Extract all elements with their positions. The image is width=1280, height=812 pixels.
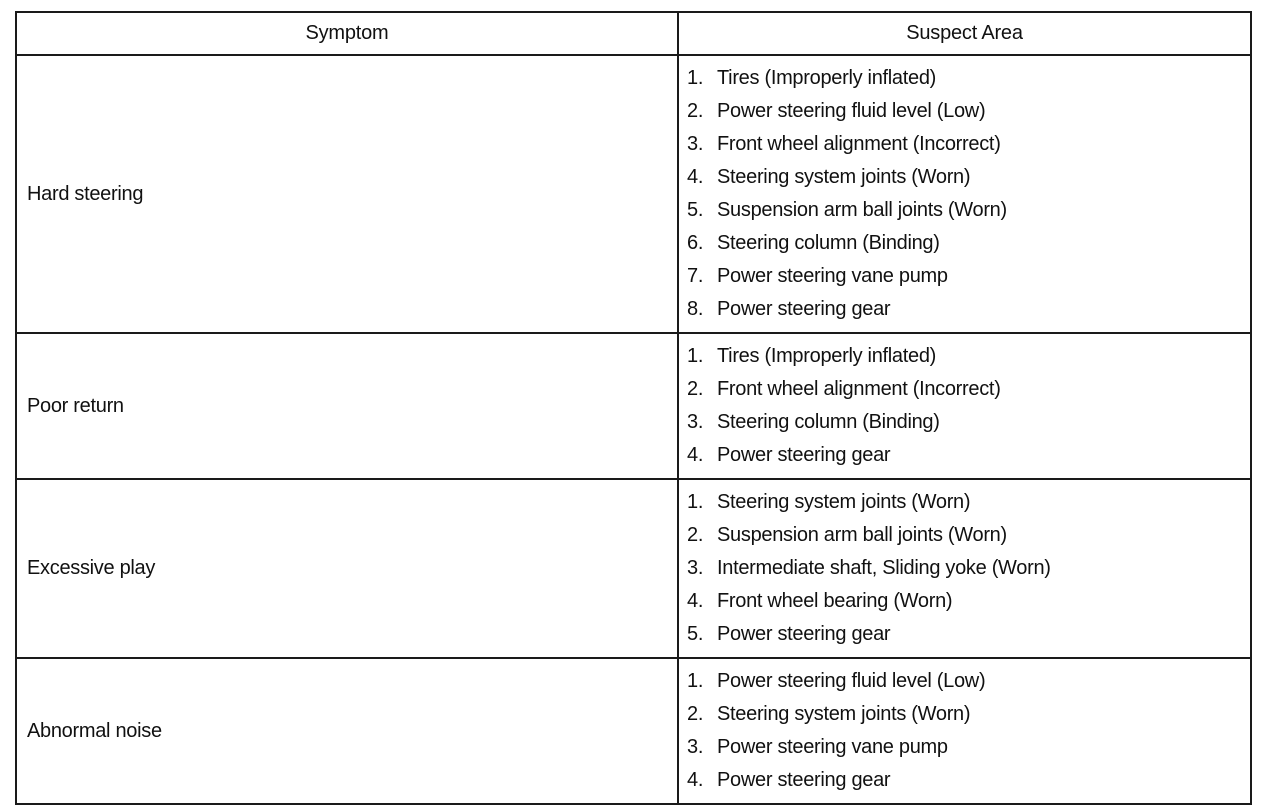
table-row: Poor return 1. Tires (Improperly inflated)…	[15, 332, 1252, 480]
item-number: 2.	[687, 100, 704, 122]
suspect-area-item: 3. Power steering vane pump	[687, 731, 1250, 764]
item-number: 1.	[687, 491, 704, 513]
item-text: Power steering vane pump	[717, 736, 948, 758]
item-number: 5.	[687, 623, 704, 645]
item-text: Power steering gear	[717, 769, 891, 791]
suspect-area-item: 7. Power steering vane pump	[687, 260, 1250, 293]
item-number: 5.	[687, 199, 704, 221]
item-text: Power steering fluid level (Low)	[717, 670, 986, 692]
item-number: 7.	[687, 265, 704, 287]
item-text: Intermediate shaft, Sliding yoke (Worn)	[717, 557, 1051, 579]
suspect-area-item: 4. Power steering gear	[687, 764, 1250, 797]
table-header: Symptom Suspect Area	[15, 11, 1252, 56]
item-number: 1.	[687, 670, 704, 692]
suspect-area-item: 4. Steering system joints (Worn)	[687, 161, 1250, 194]
item-text: Power steering vane pump	[717, 265, 948, 287]
header-row: Symptom Suspect Area	[15, 11, 1252, 56]
troubleshooting-table: Symptom Suspect Area Hard steering 1. Tire…	[15, 11, 1252, 805]
symptom-cell: Excessive play	[15, 478, 679, 659]
suspect-area-list: 1. Steering system joints (Worn) 2. Suspens…	[679, 486, 1250, 651]
suspect-area-item: 1. Tires (Improperly inflated)	[687, 340, 1250, 373]
suspect-area-cell: 1. Power steering fluid level (Low) 2. Stee…	[677, 657, 1252, 805]
item-number: 4.	[687, 166, 704, 188]
item-number: 2.	[687, 524, 704, 546]
suspect-area-item: 3. Steering column (Binding)	[687, 406, 1250, 439]
item-text: Suspension arm ball joints (Worn)	[717, 524, 1007, 546]
item-text: Steering system joints (Worn)	[717, 491, 971, 513]
item-number: 6.	[687, 232, 704, 254]
suspect-area-item: 2. Power steering fluid level (Low)	[687, 95, 1250, 128]
item-number: 1.	[687, 67, 704, 89]
item-number: 2.	[687, 378, 704, 400]
symptom-cell: Poor return	[15, 332, 679, 480]
item-number: 1.	[687, 345, 704, 367]
suspect-area-item: 2. Suspension arm ball joints (Worn)	[687, 519, 1250, 552]
suspect-area-column-header: Suspect Area	[677, 11, 1252, 56]
table-body: Hard steering 1. Tires (Improperly inflate…	[15, 54, 1252, 805]
item-text: Tires (Improperly inflated)	[717, 67, 936, 89]
suspect-area-item: 2. Steering system joints (Worn)	[687, 698, 1250, 731]
troubleshooting-sheet: Symptom Suspect Area Hard steering 1. Tire…	[15, 11, 1252, 805]
item-number: 3.	[687, 557, 704, 579]
item-number: 4.	[687, 769, 704, 791]
item-text: Front wheel alignment (Incorrect)	[717, 378, 1001, 400]
item-number: 3.	[687, 133, 704, 155]
symptom-column-header: Symptom	[15, 11, 679, 56]
item-text: Front wheel bearing (Worn)	[717, 590, 953, 612]
item-number: 3.	[687, 411, 704, 433]
suspect-area-item: 4. Power steering gear	[687, 439, 1250, 472]
suspect-area-item: 1. Tires (Improperly inflated)	[687, 62, 1250, 95]
suspect-area-item: 3. Front wheel alignment (Incorrect)	[687, 128, 1250, 161]
item-text: Power steering fluid level (Low)	[717, 100, 986, 122]
suspect-area-item: 5. Power steering gear	[687, 618, 1250, 651]
table-row: Hard steering 1. Tires (Improperly inflate…	[15, 54, 1252, 334]
item-text: Power steering gear	[717, 298, 891, 320]
suspect-area-item: 1. Power steering fluid level (Low)	[687, 665, 1250, 698]
item-number: 4.	[687, 590, 704, 612]
suspect-area-item: 5. Suspension arm ball joints (Worn)	[687, 194, 1250, 227]
symptom-cell: Abnormal noise	[15, 657, 679, 805]
suspect-area-item: 1. Steering system joints (Worn)	[687, 486, 1250, 519]
item-text: Suspension arm ball joints (Worn)	[717, 199, 1007, 221]
suspect-area-list: 1. Power steering fluid level (Low) 2. Stee…	[679, 665, 1250, 797]
item-number: 3.	[687, 736, 704, 758]
item-number: 4.	[687, 444, 704, 466]
item-text: Power steering gear	[717, 623, 891, 645]
suspect-area-item: 8. Power steering gear	[687, 293, 1250, 326]
table-row: Abnormal noise 1. Power steering fluid lev…	[15, 657, 1252, 805]
suspect-area-item: 3. Intermediate shaft, Sliding yoke (Worn…	[687, 552, 1250, 585]
item-number: 8.	[687, 298, 704, 320]
suspect-area-item: 2. Front wheel alignment (Incorrect)	[687, 373, 1250, 406]
suspect-area-list: 1. Tires (Improperly inflated) 2. Power ste…	[679, 62, 1250, 326]
table-row: Excessive play 1. Steering system joints (…	[15, 478, 1252, 659]
item-text: Steering column (Binding)	[717, 411, 940, 433]
item-text: Tires (Improperly inflated)	[717, 345, 936, 367]
item-text: Front wheel alignment (Incorrect)	[717, 133, 1001, 155]
item-text: Power steering gear	[717, 444, 891, 466]
suspect-area-item: 4. Front wheel bearing (Worn)	[687, 585, 1250, 618]
item-text: Steering system joints (Worn)	[717, 703, 971, 725]
item-text: Steering system joints (Worn)	[717, 166, 971, 188]
item-number: 2.	[687, 703, 704, 725]
suspect-area-item: 6. Steering column (Binding)	[687, 227, 1250, 260]
suspect-area-cell: 1. Tires (Improperly inflated) 2. Power ste…	[677, 54, 1252, 334]
suspect-area-cell: 1. Steering system joints (Worn) 2. Suspens…	[677, 478, 1252, 659]
symptom-cell: Hard steering	[15, 54, 679, 334]
suspect-area-list: 1. Tires (Improperly inflated) 2. Front whe…	[679, 340, 1250, 472]
item-text: Steering column (Binding)	[717, 232, 940, 254]
suspect-area-cell: 1. Tires (Improperly inflated) 2. Front whe…	[677, 332, 1252, 480]
